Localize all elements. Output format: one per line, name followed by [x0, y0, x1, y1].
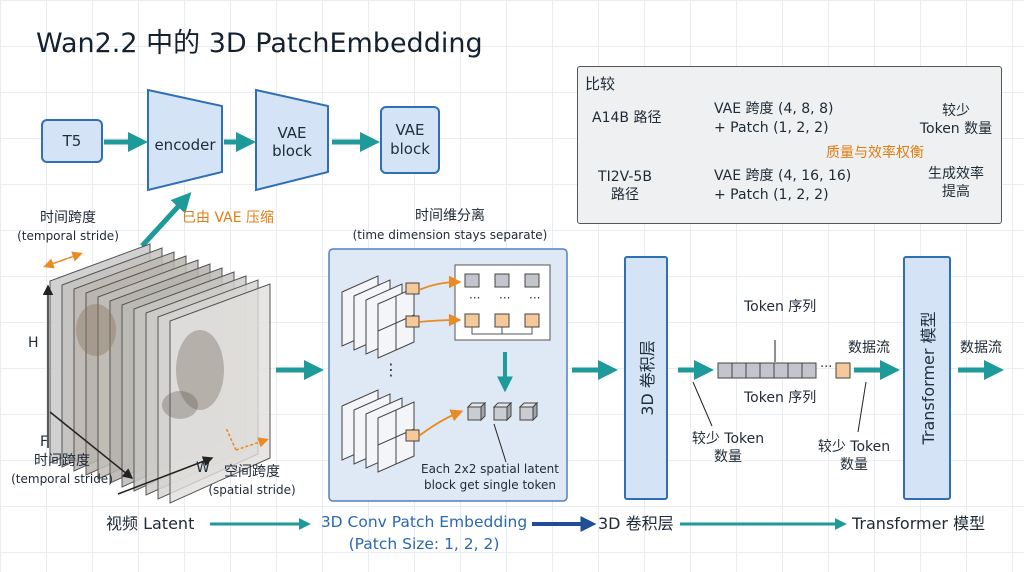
patch-caption-en: (time dimension stays separate)	[352, 228, 548, 242]
token-grid-dots-1: ···	[469, 291, 481, 305]
comparison-row2-detail-1: VAE 跨度 (4, 16, 16)	[714, 168, 852, 184]
orange-map-1	[418, 275, 462, 291]
stack-vertical-dots: ⋮	[383, 360, 399, 379]
comparison-row2-path-1: TI2V-5B	[598, 169, 652, 185]
comparison-row2-detail-2: + Patch (1, 2, 2)	[714, 187, 829, 203]
comparison-row1-detail-2: + Patch (1, 2, 2)	[714, 120, 829, 136]
token-seq-top-label: Token 序列	[744, 299, 817, 315]
page-title: Wan2.2 中的 3D PatchEmbedding	[36, 28, 483, 59]
transformer-box: Transformer 模型	[903, 256, 951, 500]
w-label: W	[196, 460, 210, 476]
upper-grid-stack	[341, 275, 415, 359]
temporal-stride-top-en: (temporal stride)	[17, 229, 119, 243]
encoder-shape	[147, 88, 223, 192]
vae-block-1-label: VAE block	[272, 124, 312, 160]
fewer-tokens-1-line1: 较少 Token	[691, 431, 765, 447]
fewer-tokens-2-line2: 数量	[840, 457, 868, 473]
vae-block-1-shape	[255, 88, 329, 192]
comparison-row1-path: A14B 路径	[592, 110, 662, 126]
bottom-video-latent: 视频 Latent	[106, 514, 195, 533]
token-sequence	[717, 362, 851, 379]
vae-block-2-box: VAE block	[380, 106, 440, 174]
encoder-label: encoder	[154, 136, 216, 154]
spatial-stride-marker	[235, 437, 269, 451]
data-flow-label-1: 数据流	[848, 340, 890, 356]
token-seq-bottom-label: Token 序列	[744, 390, 817, 406]
temporal-stride-bottom-en: (temporal stride)	[11, 472, 113, 486]
compressed-note: 已由 VAE 压缩	[182, 210, 275, 226]
token-grid-dots-2: ···	[499, 291, 511, 305]
spatial-stride-en: (spatial stride)	[208, 483, 296, 497]
f-axis	[49, 411, 134, 479]
data-flow-label-2: 数据流	[960, 340, 1002, 356]
conv3d-layer-box: 3D 卷积层	[624, 256, 668, 500]
patch-note-1: Each 2x2 spatial latent	[421, 462, 559, 476]
comparison-row2-result-2: 提高	[942, 184, 970, 200]
conv3d-layer-label: 3D 卷积层	[638, 340, 657, 416]
fewer-tokens-1-line2: 数量	[714, 449, 742, 465]
orange-map-3	[418, 409, 464, 437]
token-seq-dots: ···	[820, 360, 833, 375]
token-grid-dots-3: ···	[529, 291, 541, 305]
patch-caption-cn: 时间维分离	[415, 208, 485, 224]
lower-grid-stack	[341, 389, 415, 473]
token-cubes	[466, 401, 539, 422]
comparison-title: 比较	[585, 75, 616, 93]
t5-box: T5	[41, 119, 103, 163]
comparison-row1-result-1: 较少	[942, 103, 970, 119]
t5-label: T5	[62, 131, 82, 150]
w-axis	[117, 456, 214, 495]
bottom-patch-embedding: 3D Conv Patch Embedding	[320, 513, 528, 531]
comparison-row2-result-1: 生成效率	[928, 166, 984, 182]
fewer-tokens-2-line1: 较少 Token	[817, 439, 891, 455]
comparison-row1-detail-1: VAE 跨度 (4, 8, 8)	[714, 101, 834, 117]
transformer-label: Transformer 模型	[919, 311, 938, 445]
patch-note-2: block get single token	[423, 478, 557, 492]
f-label: F	[40, 434, 49, 450]
vae-block-2-label: VAE block	[390, 121, 430, 158]
arrow-video-to-encoder	[140, 192, 192, 248]
comparison-row2-path-2: 路径	[611, 187, 639, 203]
bottom-transformer: Transformer 模型	[852, 514, 986, 533]
video-frame-stack	[49, 243, 271, 504]
bottom-conv-layer: 3D 卷积层	[598, 514, 674, 533]
spatial-stride-cn: 空间跨度	[224, 464, 280, 480]
temporal-stride-bottom-cn: 时间跨度	[34, 453, 90, 469]
token-grid-cells	[464, 273, 540, 328]
h-label: H	[28, 335, 39, 351]
comparison-panel	[577, 66, 1002, 224]
comparison-row1-result-2: Token 数量	[919, 121, 993, 137]
temporal-stride-top-cn: 时间跨度	[40, 210, 96, 226]
comparison-tradeoff: 质量与效率权衡	[826, 145, 924, 161]
orange-map-2	[418, 313, 462, 327]
bottom-patch-size: (Patch Size: 1, 2, 2)	[348, 535, 500, 553]
